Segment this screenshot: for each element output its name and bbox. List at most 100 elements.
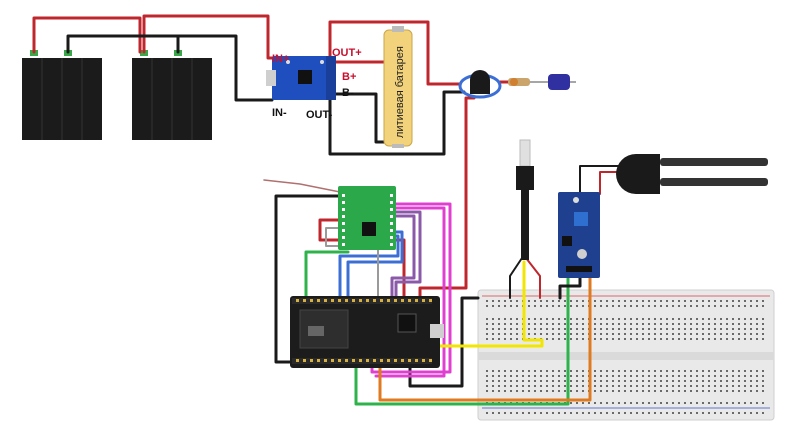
breadboard-hole [708,323,710,325]
breadboard-hole [732,323,734,325]
breadboard-hole [666,328,668,330]
esp32-pin [408,299,411,302]
breadboard-hole [558,328,560,330]
breadboard-hole [714,305,716,307]
breadboard-hole [732,318,734,320]
breadboard-hole [618,338,620,340]
breadboard-hole [714,318,716,320]
breadboard-hole [702,328,704,330]
breadboard-hole [504,323,506,325]
breadboard-hole [678,385,680,387]
breadboard-hole [534,318,536,320]
breadboard-hole [708,385,710,387]
breadboard-hole [756,375,758,377]
label-out-plus: OUT+ [332,47,362,59]
breadboard-hole [696,318,698,320]
wire-green-long [354,274,570,406]
breadboard-hole [678,300,680,302]
breadboard-hole [672,318,674,320]
breadboard-hole [570,412,572,414]
breadboard-hole [642,305,644,307]
breadboard-hole [630,300,632,302]
breadboard-hole [570,328,572,330]
breadboard-hole [522,375,524,377]
breadboard-hole [486,385,488,387]
breadboard-hole [648,412,650,414]
breadboard-hole [762,385,764,387]
esp32-pin [345,359,348,362]
breadboard-hole [558,323,560,325]
breadboard-hole [600,380,602,382]
breadboard-hole [498,318,500,320]
breadboard-hole [642,375,644,377]
breadboard-hole [492,328,494,330]
wire-solar-black-2 [176,34,274,102]
breadboard-hole [498,338,500,340]
breadboard-hole [660,402,662,404]
breadboard-hole [594,390,596,392]
breadboard-hole [582,338,584,340]
breadboard-hole [546,380,548,382]
breadboard-hole [726,338,728,340]
breadboard-hole [654,385,656,387]
breadboard-hole [630,402,632,404]
breadboard-hole [606,328,608,330]
breadboard-hole [756,300,758,302]
breadboard-hole [540,323,542,325]
breadboard-hole [492,380,494,382]
breadboard-hole [708,305,710,307]
breadboard-hole [528,390,530,392]
breadboard-hole [696,333,698,335]
breadboard-hole [546,305,548,307]
breadboard-hole [588,402,590,404]
breadboard [477,289,775,421]
breadboard-hole [666,385,668,387]
esp32-pin [429,359,432,362]
breadboard-hole [498,370,500,372]
breadboard-hole [612,300,614,302]
breadboard-hole [564,318,566,320]
gps-pin [342,243,345,246]
breadboard-hole [648,323,650,325]
breadboard-hole [714,323,716,325]
breadboard-hole [552,318,554,320]
esp32-pin [366,299,369,302]
breadboard-hole [678,338,680,340]
breadboard-hole [684,305,686,307]
breadboard-hole [630,380,632,382]
breadboard-hole [588,412,590,414]
breadboard-hole [558,370,560,372]
breadboard-hole [630,323,632,325]
breadboard-hole [684,318,686,320]
breadboard-hole [486,300,488,302]
breadboard-hole [612,412,614,414]
breadboard-hole [594,328,596,330]
breadboard-hole [708,402,710,404]
esp32-pin [338,299,341,302]
breadboard-hole [570,370,572,372]
breadboard-hole [696,380,698,382]
breadboard-hole [594,318,596,320]
breadboard-hole [510,305,512,307]
breadboard-hole [762,323,764,325]
breadboard-hole [546,338,548,340]
esp32-pin [401,359,404,362]
breadboard-hole [582,328,584,330]
breadboard-hole [696,402,698,404]
esp32-pin [373,359,376,362]
gps-pin [390,222,393,225]
breadboard-hole [696,390,698,392]
breadboard-hole [528,385,530,387]
breadboard-hole [576,370,578,372]
breadboard-hole [546,412,548,414]
breadboard-hole [738,390,740,392]
breadboard-hole [600,402,602,404]
breadboard-hole [492,338,494,340]
breadboard-hole [678,318,680,320]
breadboard-hole [648,385,650,387]
breadboard-hole [756,333,758,335]
breadboard-hole [510,380,512,382]
breadboard-hole [600,370,602,372]
breadboard-hole [744,402,746,404]
